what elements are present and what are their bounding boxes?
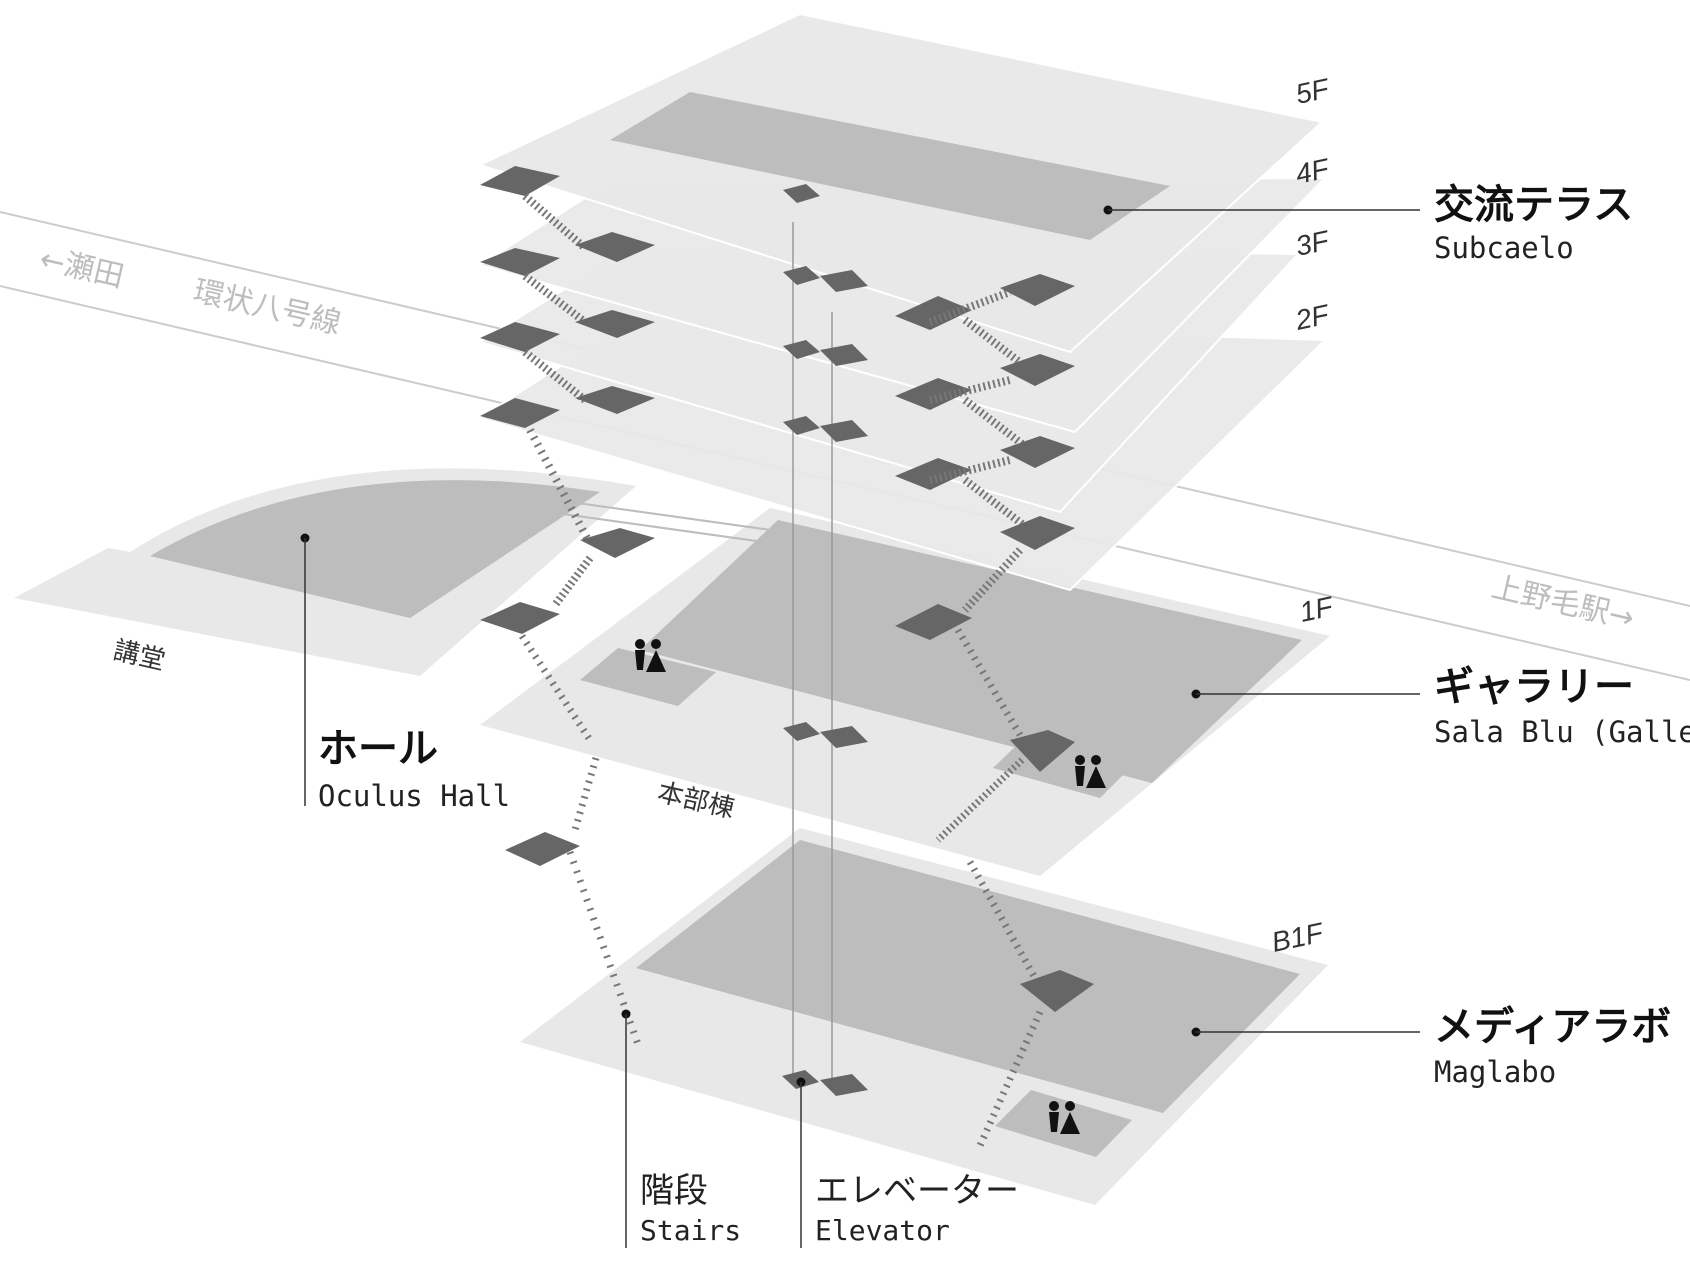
auditorium-building: [14, 468, 636, 676]
medialab-label-ja: メディアラボ: [1434, 1004, 1671, 1050]
stair-landing-w9: [480, 602, 560, 634]
stair-landing-e9: [1010, 730, 1075, 772]
gallery-label-en: Sala Blu (Gallery): [1434, 715, 1690, 749]
elevator-label-en: Elevator: [815, 1214, 950, 1247]
stair-landing-w1: [480, 166, 560, 196]
stair-flight-e4: [962, 396, 1033, 454]
elevator-5f: [783, 184, 820, 203]
floor-label-b1f: B1F: [1269, 916, 1328, 957]
stair-landing-w10: [505, 832, 580, 866]
stairs-east: [895, 274, 1094, 1152]
hall-bridge: [519, 494, 786, 546]
elevator-3f-a: [783, 340, 820, 359]
hall-room: [150, 480, 600, 618]
floor-label-3f: 3F: [1293, 224, 1333, 262]
hall-bridge-line-top: [519, 494, 786, 533]
stair-landing-e6: [895, 458, 972, 490]
stair-landing-w2: [575, 232, 655, 262]
stair-landing-e4: [895, 378, 972, 410]
stair-landing-e7: [1000, 516, 1075, 550]
elevator-label-ja: エレベーター: [815, 1171, 1019, 1211]
elevator-2f-b: [820, 420, 868, 442]
road-direction-right: 上野毛駅→: [1488, 570, 1637, 637]
callout-leaders: [300, 205, 1420, 1248]
hall-bridge-line-bottom: [519, 507, 786, 546]
b1f-restroom-area: [995, 1090, 1132, 1157]
stair-landing-w7: [480, 398, 560, 428]
auditorium-label: 講堂: [110, 636, 167, 677]
stair-landing-e2: [1000, 274, 1075, 306]
stair-landing-w8: [580, 528, 655, 558]
elevator-shafts: [792, 222, 833, 1082]
stair-flight-e6: [962, 476, 1033, 534]
stair-landing-e10: [1020, 970, 1094, 1012]
1f-restroom-area-west: [580, 648, 716, 706]
hall-label-ja: ホール: [318, 726, 438, 772]
elevator-4f-b: [820, 270, 868, 292]
stair-landing-e3: [1000, 354, 1075, 386]
hall-label-en: Oculus Hall: [318, 779, 510, 813]
stair-flight-e2: [962, 316, 1033, 374]
elevator-4f-a: [783, 266, 820, 285]
stair-landing-e5: [1000, 436, 1075, 468]
terrace-room: [610, 92, 1170, 240]
stair-landing-e8: [895, 604, 972, 640]
stair-landing-w3: [480, 248, 560, 276]
elevators: [782, 184, 868, 1096]
floor-5f: [477, 12, 1325, 354]
stair-landing-w4: [575, 310, 655, 338]
stair-landing-w5: [480, 322, 560, 352]
restroom-icon-1f-west: [635, 639, 666, 672]
elevator-b1f-b: [820, 1074, 868, 1096]
terrace-label-ja: 交流テラス: [1434, 182, 1633, 228]
stair-flight-w7: [571, 757, 600, 831]
medialab-label-en: Maglabo: [1434, 1055, 1556, 1089]
stairs-west: [480, 166, 655, 1052]
stair-flight-e3: [929, 376, 1011, 404]
stair-flight-e7: [962, 547, 1023, 613]
stair-landing-w6: [575, 386, 655, 414]
stair-flight-e5: [929, 456, 1011, 484]
road-name: 環状八号線: [190, 274, 344, 342]
restroom-icon-b1f: [1049, 1101, 1080, 1134]
floor-label-5f: 5F: [1293, 72, 1333, 110]
stair-flight-w5: [551, 555, 594, 608]
elevator-3f-b: [820, 344, 868, 366]
stairs-label-ja: 階段: [640, 1171, 708, 1211]
gallery-label-ja: ギャラリー: [1434, 664, 1634, 710]
elevator-1f-a: [783, 722, 820, 741]
stair-flight-e9: [935, 757, 1025, 843]
stair-landing-e1: [895, 296, 972, 330]
stair-flight-e1: [928, 288, 1012, 326]
stairs-label-en: Stairs: [640, 1214, 741, 1247]
stair-flight-w1: [522, 192, 588, 252]
floor-label-4f: 4F: [1293, 152, 1333, 190]
floor-label-2f: 2F: [1292, 298, 1333, 336]
terrace-label-en: Subcaelo: [1434, 231, 1574, 265]
elevator-1f-b: [820, 726, 868, 748]
restroom-icon-1f-east: [1075, 755, 1106, 788]
floor-1f: [480, 508, 1330, 876]
floor-b1f: [520, 828, 1328, 1205]
stair-flight-e11: [974, 1010, 1044, 1152]
medialab-room: [636, 840, 1300, 1113]
elevator-2f-a: [783, 416, 820, 435]
road-direction-left: ←瀬田: [36, 242, 127, 295]
